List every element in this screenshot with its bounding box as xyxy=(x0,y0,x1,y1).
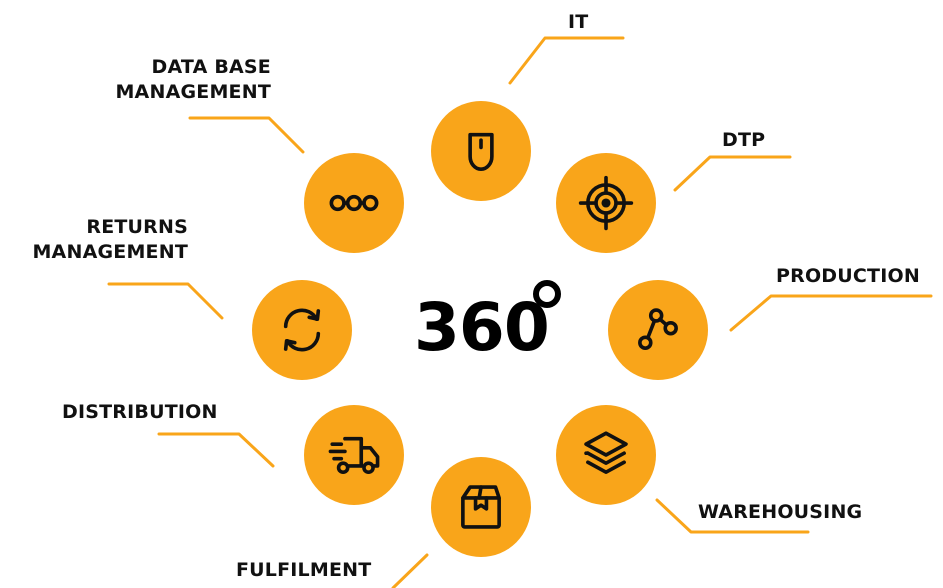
node-dtp xyxy=(556,153,656,253)
connector-distribution xyxy=(157,432,275,468)
connector-production xyxy=(729,294,933,332)
node-it xyxy=(431,101,531,201)
node-production xyxy=(608,280,708,380)
connector-dtp xyxy=(673,155,792,192)
delivery-truck-icon xyxy=(328,436,380,475)
refresh-icon xyxy=(283,308,321,352)
label-warehousing: WAREHOUSING xyxy=(698,501,863,523)
label-database-line-2: MANAGEMENT xyxy=(115,81,271,103)
label-fulfilment: FULFILMENT xyxy=(236,559,372,581)
label-returns-line-1: RETURNS xyxy=(86,216,188,238)
label-returns-line-2: MANAGEMENT xyxy=(32,241,188,263)
node-distribution xyxy=(304,405,404,505)
label-returns-management: RETURNS MANAGEMENT xyxy=(0,215,188,265)
node-returns-management xyxy=(252,280,352,380)
connector-returns xyxy=(107,282,224,320)
center-360-value: 360 xyxy=(414,289,550,366)
share-nodes-icon xyxy=(638,308,678,350)
connector-warehousing xyxy=(655,498,810,534)
box-icon xyxy=(461,485,501,529)
node-database-management xyxy=(304,153,404,253)
label-it: IT xyxy=(568,11,589,33)
mouse-icon xyxy=(468,132,494,171)
degree-symbol xyxy=(533,280,561,308)
node-fulfilment xyxy=(431,457,531,557)
connector-it xyxy=(508,36,625,85)
layers-icon xyxy=(584,431,628,475)
label-database-line-1: DATA BASE xyxy=(151,56,271,78)
target-icon xyxy=(578,175,634,231)
label-distribution: DISTRIBUTION xyxy=(62,401,218,423)
chain-dots-icon xyxy=(329,194,379,212)
label-database-management: DATA BASE MANAGEMENT xyxy=(70,55,271,105)
label-dtp: DTP xyxy=(722,129,766,151)
connector-fulfilment xyxy=(391,553,429,588)
node-warehousing xyxy=(556,405,656,505)
label-production: PRODUCTION xyxy=(776,265,920,287)
connector-database xyxy=(188,116,305,154)
